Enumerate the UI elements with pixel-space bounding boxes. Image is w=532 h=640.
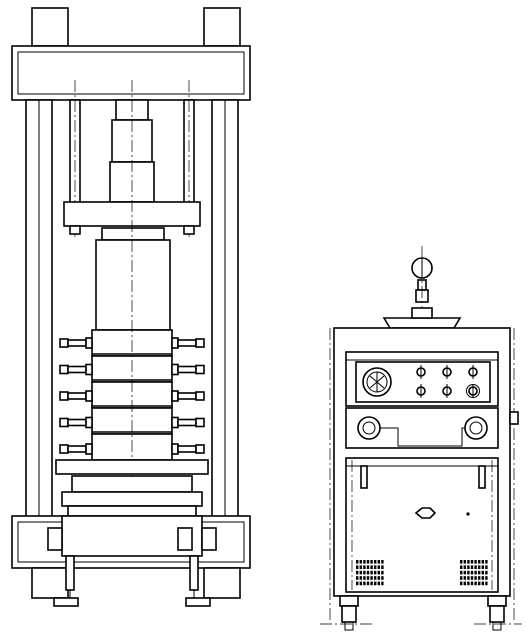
clamp-bolt-left-1 bbox=[59, 337, 93, 349]
door-pin bbox=[466, 512, 470, 516]
indicator-lamps bbox=[416, 365, 480, 398]
right-column bbox=[211, 99, 239, 519]
leveling-feet bbox=[53, 555, 211, 607]
indicator-lamp-6 bbox=[468, 384, 478, 398]
right-valve-knob bbox=[464, 416, 488, 440]
indicator-lamp-1 bbox=[416, 365, 426, 379]
base-frame bbox=[11, 515, 251, 569]
clamp-bolt-right-1 bbox=[171, 337, 205, 349]
indicator-lamp-5 bbox=[442, 384, 452, 398]
left-column-foot bbox=[31, 567, 69, 599]
right-column-foot bbox=[203, 567, 241, 599]
vent-grille-1 bbox=[356, 560, 384, 586]
left-column bbox=[25, 99, 53, 519]
indicator-lamp-3 bbox=[468, 365, 478, 379]
clamp-bolt-right-4 bbox=[171, 416, 205, 429]
vent-grilles bbox=[356, 560, 488, 586]
indicator-lamp-2 bbox=[442, 365, 452, 379]
lower-table bbox=[55, 459, 209, 519]
right-column-top-cap bbox=[203, 7, 241, 47]
clamp-bolts bbox=[59, 337, 205, 455]
clamp-bolt-right-5 bbox=[171, 443, 205, 455]
control-panel bbox=[345, 351, 499, 407]
clamp-bolt-left-2 bbox=[59, 363, 93, 376]
left-column-top-cap bbox=[31, 7, 69, 47]
left-valve-knob bbox=[357, 416, 381, 440]
clamp-bolt-left-5 bbox=[59, 443, 93, 455]
clamp-bolt-right-2 bbox=[171, 363, 205, 376]
valve-strip bbox=[345, 407, 519, 449]
top-crosshead bbox=[11, 45, 251, 101]
clamp-bolt-left-4 bbox=[59, 416, 93, 429]
right-door-handle bbox=[478, 465, 486, 489]
pressure-cylinder bbox=[95, 227, 171, 331]
control-cabinet bbox=[320, 246, 522, 631]
clamp-bolt-left-3 bbox=[59, 390, 93, 402]
left-door-handle bbox=[360, 465, 368, 489]
door-lock bbox=[414, 507, 437, 519]
indicator-lamp-4 bbox=[416, 384, 426, 398]
top-tray bbox=[382, 307, 462, 329]
casters bbox=[320, 595, 522, 631]
clamp-bolt-right-3 bbox=[171, 390, 205, 402]
press-frame bbox=[11, 7, 251, 607]
vent-grille-2 bbox=[460, 560, 488, 586]
cabinet-door bbox=[345, 457, 499, 593]
